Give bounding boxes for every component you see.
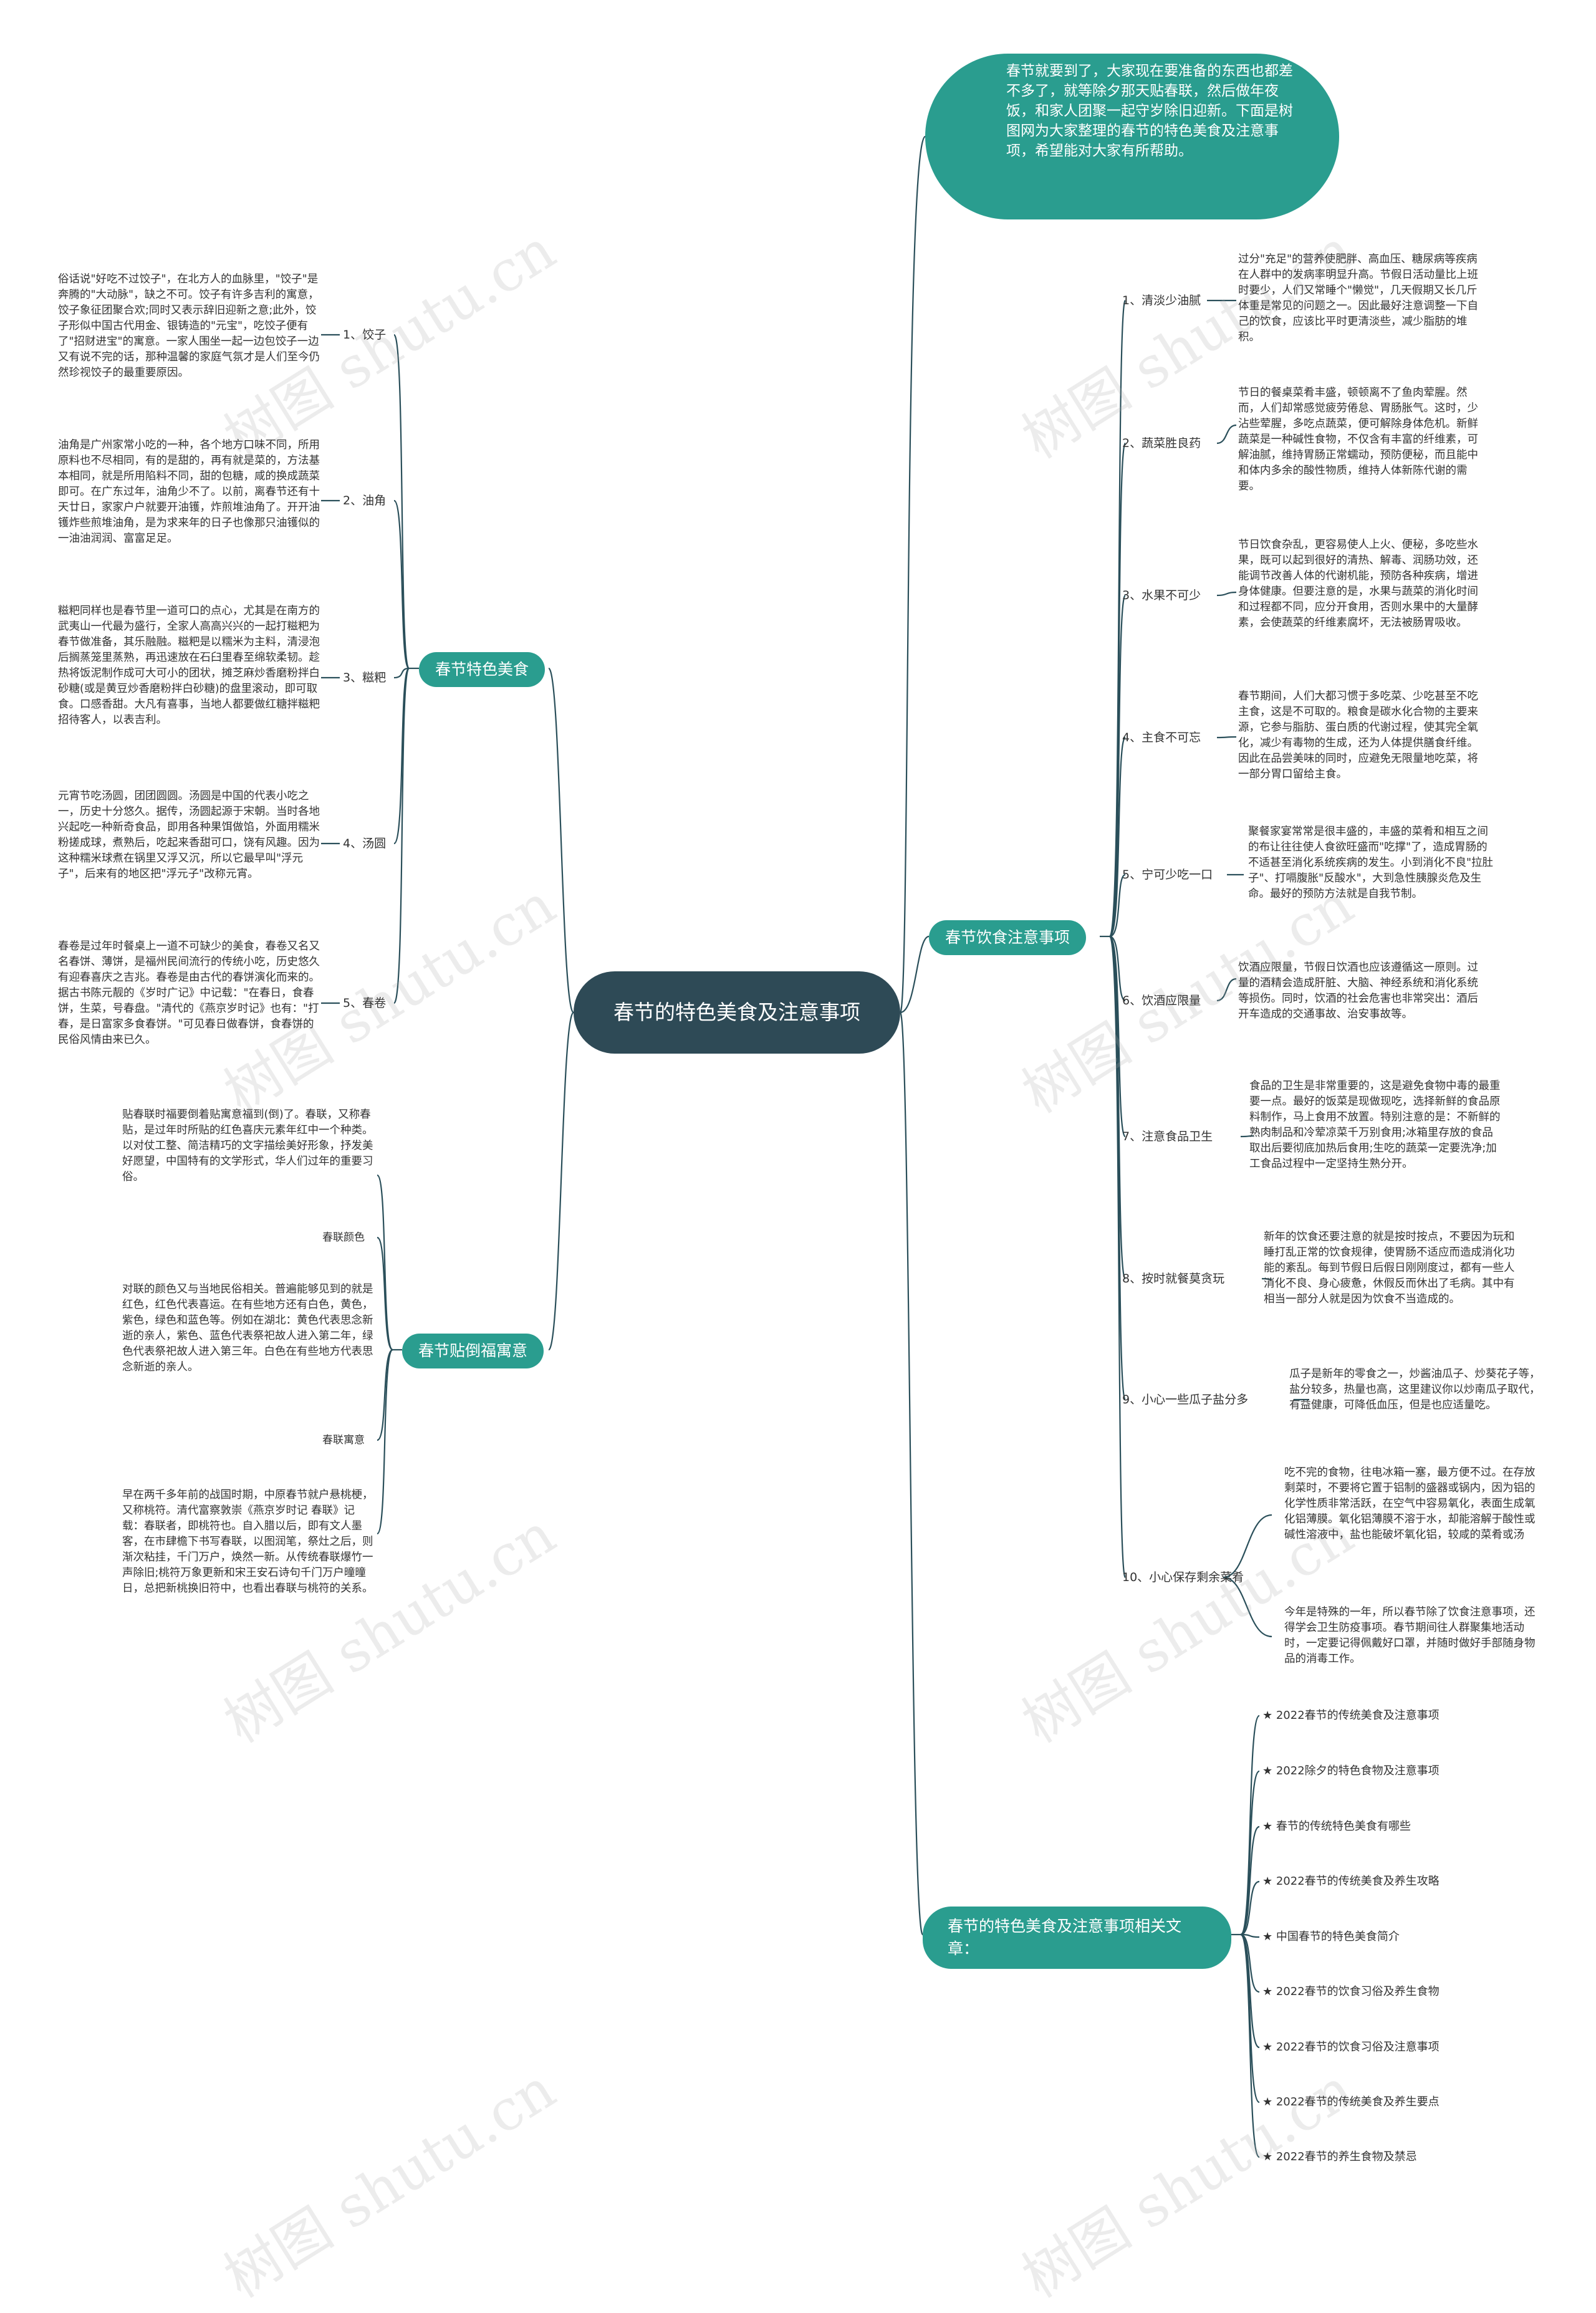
note-text: 节日饮食杂乱，更容易使人上火、便秘，多吃些水果，既可以起到很好的清热、解毒、润肠…	[1238, 539, 1478, 629]
food-label[interactable]: 5、春卷	[343, 996, 387, 1010]
note-label[interactable]: 2、蔬菜胜良药	[1122, 436, 1201, 450]
food-text: 俗话说"好吃不过饺子"，在北方人的血脉里，"饺子"是奔腾的"大动脉"，缺之不可。…	[58, 273, 320, 379]
food-label[interactable]: 2、油角	[343, 494, 387, 507]
central-topic[interactable]: 春节的特色美食及注意事项	[574, 971, 900, 1054]
intro-node[interactable]: 春节就要到了，大家现在要准备的东西也都差不多了，就等除夕那天贴春联，然后做年夜饭…	[925, 54, 1339, 219]
note-label[interactable]: 6、饮酒应限量	[1122, 994, 1201, 1007]
food-text: 糍粑同样也是春节里一道可口的点心，尤其是在南方的武夷山一代最为盛行，全家人高高兴…	[58, 605, 320, 726]
note-text: 春节期间，人们大都习惯于多吃菜、少吃甚至不吃主食，这是不可取的。粮食是碳水化合物…	[1238, 690, 1478, 781]
related-link[interactable]: ★ 2022春节的饮食习俗及养生食物	[1262, 1985, 1440, 1998]
related-link[interactable]: ★ 中国春节的特色美食简介	[1262, 1930, 1400, 1943]
related-link[interactable]: ★ 2022春节的养生食物及禁忌	[1262, 2150, 1417, 2163]
note-label[interactable]: 10、小心保存剩余菜肴	[1122, 1570, 1244, 1584]
food-text: 春卷是过年时餐桌上一道不可缺少的美食，春卷又名又名春饼、薄饼，是福州民间流行的传…	[58, 940, 320, 1046]
central-topic-text: 春节的特色美食及注意事项	[613, 1000, 860, 1024]
food-label[interactable]: 3、糍粑	[343, 671, 387, 685]
note-label[interactable]: 1、清淡少油腻	[1122, 294, 1201, 307]
related-link[interactable]: ★ 2022除夕的特色食物及注意事项	[1262, 1764, 1440, 1777]
note-label[interactable]: 7、注意食品卫生	[1122, 1130, 1213, 1143]
food-label[interactable]: 1、饺子	[343, 328, 387, 342]
food-text: 油角是广州家常小吃的一种，各个地方口味不同，所用原料也不尽相同，有的是甜的，再有…	[58, 439, 320, 545]
note-label[interactable]: 9、小心一些瓜子盐分多	[1122, 1393, 1249, 1407]
note-text: 过分"充足"的营养使肥胖、高血压、糖尿病等疾病在人群中的发病率明显升高。节假日活…	[1238, 253, 1478, 344]
note-text: 节日的餐桌菜肴丰盛，顿顿离不了鱼肉荤腥。然而，人们却常感觉疲劳倦怠、胃肠胀气。这…	[1238, 387, 1478, 493]
related-link[interactable]: ★ 2022春节的传统美食及养生要点	[1262, 2095, 1440, 2109]
related-link[interactable]: ★ 2022春节的传统美食及养生攻略	[1262, 1875, 1440, 1888]
related-link[interactable]: ★ 2022春节的传统美食及注意事项	[1262, 1709, 1440, 1722]
note-text: 新年的饮食还要注意的就是按时按点，不要因为玩和睡打乱正常的饮食规律，使胃肠不适应…	[1264, 1231, 1515, 1306]
connector-lines	[320, 135, 1309, 2158]
couplet-label[interactable]: 春联颜色	[322, 1231, 365, 1244]
branch-notes[interactable]: 春节饮食注意事项	[929, 920, 1087, 955]
couplet-text: 对联的颜色又与当地民俗相关。普遍能够见到的就是红色，红色代表喜运。在有些地方还有…	[122, 1283, 373, 1373]
note-text: 聚餐家宴常常是很丰盛的，丰盛的菜肴和相互之间的布让往往使人食欲旺盛而"吃撑"了，…	[1248, 825, 1494, 900]
note-text: 瓜子是新年的零食之一，炒酱油瓜子、炒葵花子等，盐分较多，热量也高，这里建议你以炒…	[1289, 1368, 1541, 1411]
couplet-intro-text: 贴春联时福要倒着贴寓意福到(倒)了。春联，又称春贴，是过年时所贴的红色喜庆元素年…	[122, 1108, 373, 1183]
note-label[interactable]: 3、水果不可少	[1122, 589, 1201, 602]
note-text: 饮酒应限量，节假日饮酒也应该遵循这一原则。过量的酒精会造成肝脏、大脑、神经系统和…	[1238, 961, 1478, 1021]
note-label[interactable]: 5、宁可少吃一口	[1122, 868, 1213, 882]
note-text: 吃不完的食物，往电冰箱一塞，最方便不过。在存放剩菜时，不要将它置于铝制的盛器或锅…	[1284, 1466, 1536, 1541]
branch-food[interactable]: 春节特色美食	[419, 652, 546, 687]
note-label[interactable]: 4、主食不可忘	[1122, 731, 1201, 744]
food-label[interactable]: 4、汤圆	[343, 837, 387, 850]
branch-couplet[interactable]: 春节贴倒福寓意	[402, 1334, 544, 1368]
branch-related[interactable]: 春节的特色美食及注意事项相关文章：	[923, 1907, 1231, 1969]
note-label[interactable]: 8、按时就餐莫贪玩	[1122, 1272, 1225, 1286]
couplet-label[interactable]: 春联寓意	[322, 1434, 365, 1446]
food-text: 元宵节吃汤圆，团团圆圆。汤圆是中国的代表小吃之一，历史十分悠久。据传，汤圆起源于…	[58, 790, 320, 880]
note-text: 今年是特殊的一年，所以春节除了饮食注意事项，还得学会卫生防疫事项。春节期间往人群…	[1284, 1606, 1536, 1665]
note-text: 食品的卫生是非常重要的，这是避免食物中毒的最重要一点。最好的饭菜是现做现吃，选择…	[1249, 1080, 1501, 1170]
related-link[interactable]: ★ 春节的传统特色美食有哪些	[1262, 1820, 1411, 1833]
related-link[interactable]: ★ 2022春节的饮食习俗及注意事项	[1262, 2041, 1440, 2054]
couplet-text: 早在两千多年前的战国时期，中原春节就户悬桃梗，又称桃符。清代富察敦崇《燕京岁时记…	[122, 1489, 373, 1595]
